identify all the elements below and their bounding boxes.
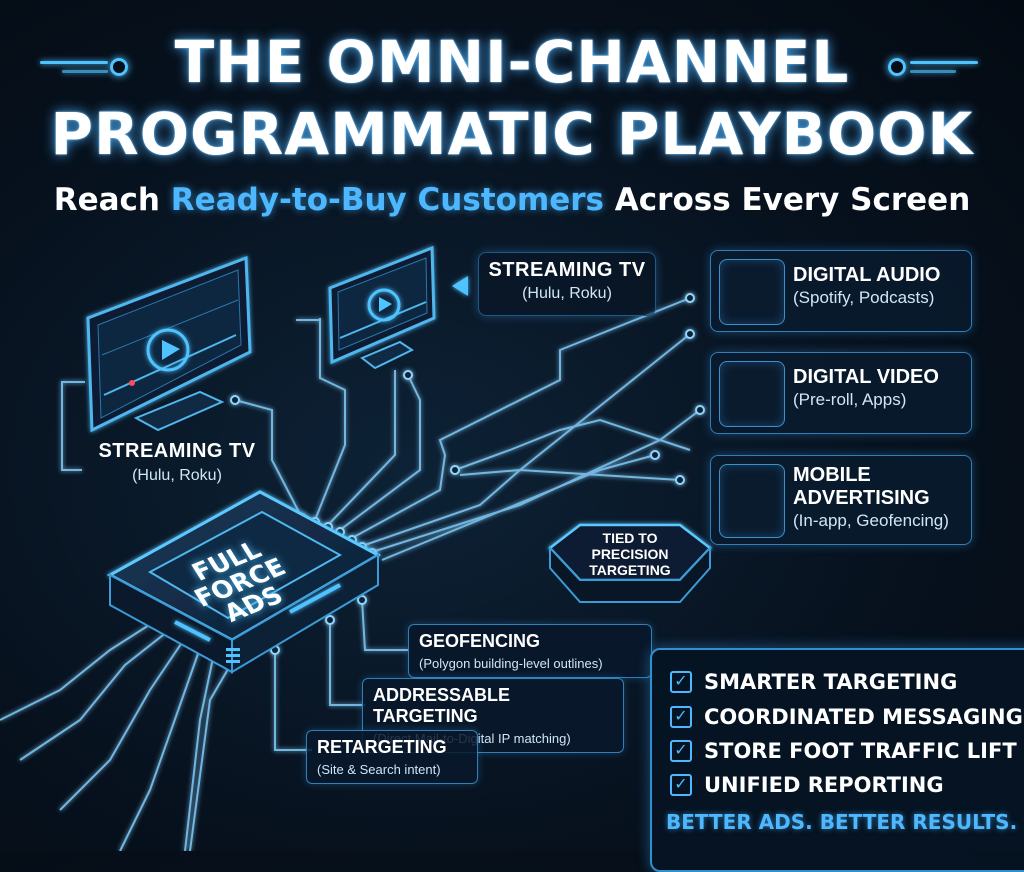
subtitle-suffix: Across Every Screen: [604, 182, 971, 218]
streaming-tv-top-title: STREAMING TV: [488, 259, 646, 281]
digital-video-title: DIGITAL VIDEO: [793, 366, 939, 388]
title-line-1: THE OMNI-CHANNEL: [174, 28, 850, 96]
checkbox-icon: ✓: [670, 774, 692, 796]
secondary-hub-line-2: PRECISION: [591, 546, 669, 562]
digital-audio-subtitle: (Spotify, Podcasts): [793, 288, 935, 307]
subtitle: Reach Ready-to-Buy Customers Across Ever…: [0, 182, 1024, 218]
benefit-item: ✓ COORDINATED MESSAGING: [670, 705, 1023, 729]
mobile-advertising-card: MOBILE ADVERTISING (In-app, Geofencing): [710, 455, 972, 545]
digital-audio-card: DIGITAL AUDIO (Spotify, Podcasts): [710, 250, 972, 332]
retargeting-title: RETARGETING: [317, 737, 447, 757]
streaming-tv-top-subtitle: (Hulu, Roku): [522, 285, 612, 302]
secondary-hub-label: TIED TO PRECISION TARGETING: [572, 530, 688, 578]
checkbox-icon: ✓: [670, 740, 692, 762]
benefit-item: ✓ STORE FOOT TRAFFIC LIFT: [670, 739, 1017, 763]
mobile-title-line-2: ADVERTISING: [793, 487, 930, 509]
tagline: BETTER ADS. BETTER RESULTS.: [666, 810, 1018, 834]
retargeting-subtitle: (Site & Search intent): [317, 762, 441, 777]
secondary-hub-line-3: TARGETING: [589, 562, 671, 578]
addressable-title: ADDRESSABLE TARGETING: [373, 685, 511, 726]
geofencing-tag: GEOFENCING (Polygon building-level outli…: [408, 624, 652, 678]
streaming-tv-top-card: STREAMING TV (Hulu, Roku): [478, 252, 656, 316]
circuit-lines: [0, 297, 701, 851]
secondary-hub-line-1: TIED TO: [602, 530, 658, 546]
mobile-title-line-1: MOBILE: [793, 464, 871, 486]
benefits-panel: ✓ SMARTER TARGETING ✓ COORDINATED MESSAG…: [650, 648, 1024, 872]
benefit-item: ✓ UNIFIED REPORTING: [670, 773, 944, 797]
digital-video-card: DIGITAL VIDEO (Pre-roll, Apps): [710, 352, 972, 434]
subtitle-highlight: Ready-to-Buy Customers: [170, 182, 605, 218]
geofencing-title: GEOFENCING: [419, 631, 541, 651]
subtitle-prefix: Reach: [53, 182, 171, 218]
streaming-tv-left-label: STREAMING TV (Hulu, Roku): [92, 440, 262, 485]
tv-monitor-left: [86, 255, 252, 433]
checkbox-icon: ✓: [670, 671, 692, 693]
benefit-label: STORE FOOT TRAFFIC LIFT: [704, 739, 1017, 763]
digital-video-icon-box: [719, 361, 785, 427]
tv-monitor-top: [328, 245, 436, 370]
streaming-tv-left-subtitle: (Hulu, Roku): [132, 467, 222, 484]
digital-audio-title: DIGITAL AUDIO: [793, 264, 941, 286]
digital-audio-icon-box: [719, 259, 785, 325]
benefit-label: UNIFIED REPORTING: [704, 773, 944, 797]
mobile-subtitle: (In-app, Geofencing): [793, 511, 949, 530]
digital-video-subtitle: (Pre-roll, Apps): [793, 390, 907, 409]
checkbox-icon: ✓: [670, 706, 692, 728]
streaming-tv-left-title: STREAMING TV: [98, 440, 256, 462]
benefit-label: COORDINATED MESSAGING: [704, 705, 1023, 729]
addressable-targeting-tag: ADDRESSABLE TARGETING (Direct Mail-to-Di…: [362, 678, 624, 753]
title-line-2: PROGRAMMATIC PLAYBOOK: [50, 100, 974, 168]
retargeting-tag: RETARGETING (Site & Search intent): [306, 730, 478, 784]
benefit-item: ✓ SMARTER TARGETING: [670, 670, 957, 694]
secondary-hub-device: [548, 523, 712, 603]
mobile-icon-box: [719, 464, 785, 538]
hub-device: [106, 490, 382, 674]
benefit-label: SMARTER TARGETING: [704, 670, 958, 694]
pointer-arrow-icon: [452, 276, 468, 296]
geofencing-subtitle: (Polygon building-level outlines): [419, 656, 603, 671]
